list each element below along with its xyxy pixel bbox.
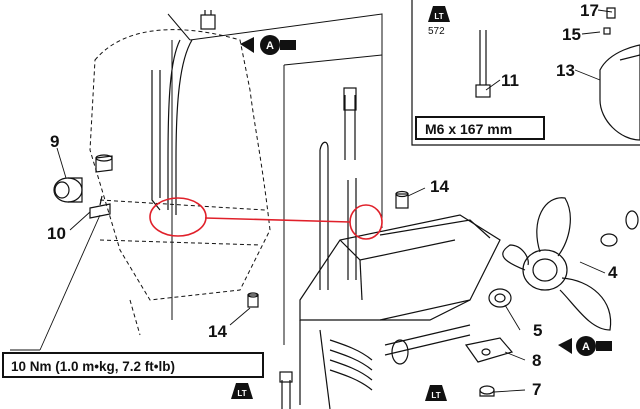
lower-unit-body <box>299 214 501 409</box>
callout-15: 15 <box>562 25 581 44</box>
callout-13: 13 <box>556 61 575 80</box>
highlight-connector <box>204 217 351 223</box>
callout-14-upper: 14 <box>430 177 449 196</box>
shift-rod <box>151 10 216 215</box>
highlight-circle-left <box>149 197 207 237</box>
callout-4: 4 <box>608 263 618 282</box>
svg-text:LT: LT <box>434 12 443 21</box>
grommet-part-9 <box>53 177 83 203</box>
grease-symbol-top: A <box>240 35 296 55</box>
loctite-symbol-bottom-right: LT <box>425 385 447 401</box>
cap-part <box>95 154 113 173</box>
loctite-code-label: 572 <box>428 26 445 37</box>
detail-inset <box>411 0 640 146</box>
callout-5: 5 <box>533 321 543 340</box>
bolt-bottom <box>279 371 293 409</box>
callout-9: 9 <box>50 132 60 151</box>
highlight-circle-right <box>349 204 383 240</box>
anode-plate-part-8 <box>464 337 514 363</box>
svg-text:LT: LT <box>431 391 440 400</box>
propeller-shaft <box>384 324 471 365</box>
grease-symbol-bottom: A <box>558 336 612 356</box>
loctite-symbol-bottom-left: LT <box>231 383 253 399</box>
callout-7: 7 <box>532 380 542 399</box>
highlight-annotation <box>149 197 383 240</box>
callout-8: 8 <box>532 351 542 370</box>
callout-11: 11 <box>501 71 519 90</box>
loctite-symbol-inset: LT <box>428 6 450 22</box>
washer-right <box>600 210 639 247</box>
cap-part-14-lower <box>247 292 259 308</box>
bolt-part-7 <box>479 385 495 397</box>
leader-lines <box>10 9 613 393</box>
bolt-length-spec: M6 x 167 mm <box>415 116 545 140</box>
shift-rod-lower <box>319 87 357 290</box>
upper-casing-phantom <box>89 29 271 336</box>
assembly-frame <box>167 13 383 345</box>
torque-spec: 10 Nm (1.0 m•kg, 7.2 ft•lb) <box>2 352 264 378</box>
cap-part-14-upper <box>395 190 409 209</box>
propeller-part-4 <box>502 197 612 331</box>
callout-14-lower: 14 <box>208 322 227 341</box>
svg-text:A: A <box>266 40 274 52</box>
callout-10: 10 <box>47 224 66 243</box>
callout-17: 17 <box>580 1 599 20</box>
svg-text:A: A <box>582 341 590 353</box>
svg-text:LT: LT <box>237 389 246 398</box>
washer-part-5 <box>488 288 512 308</box>
bolt-part-10 <box>89 195 111 219</box>
